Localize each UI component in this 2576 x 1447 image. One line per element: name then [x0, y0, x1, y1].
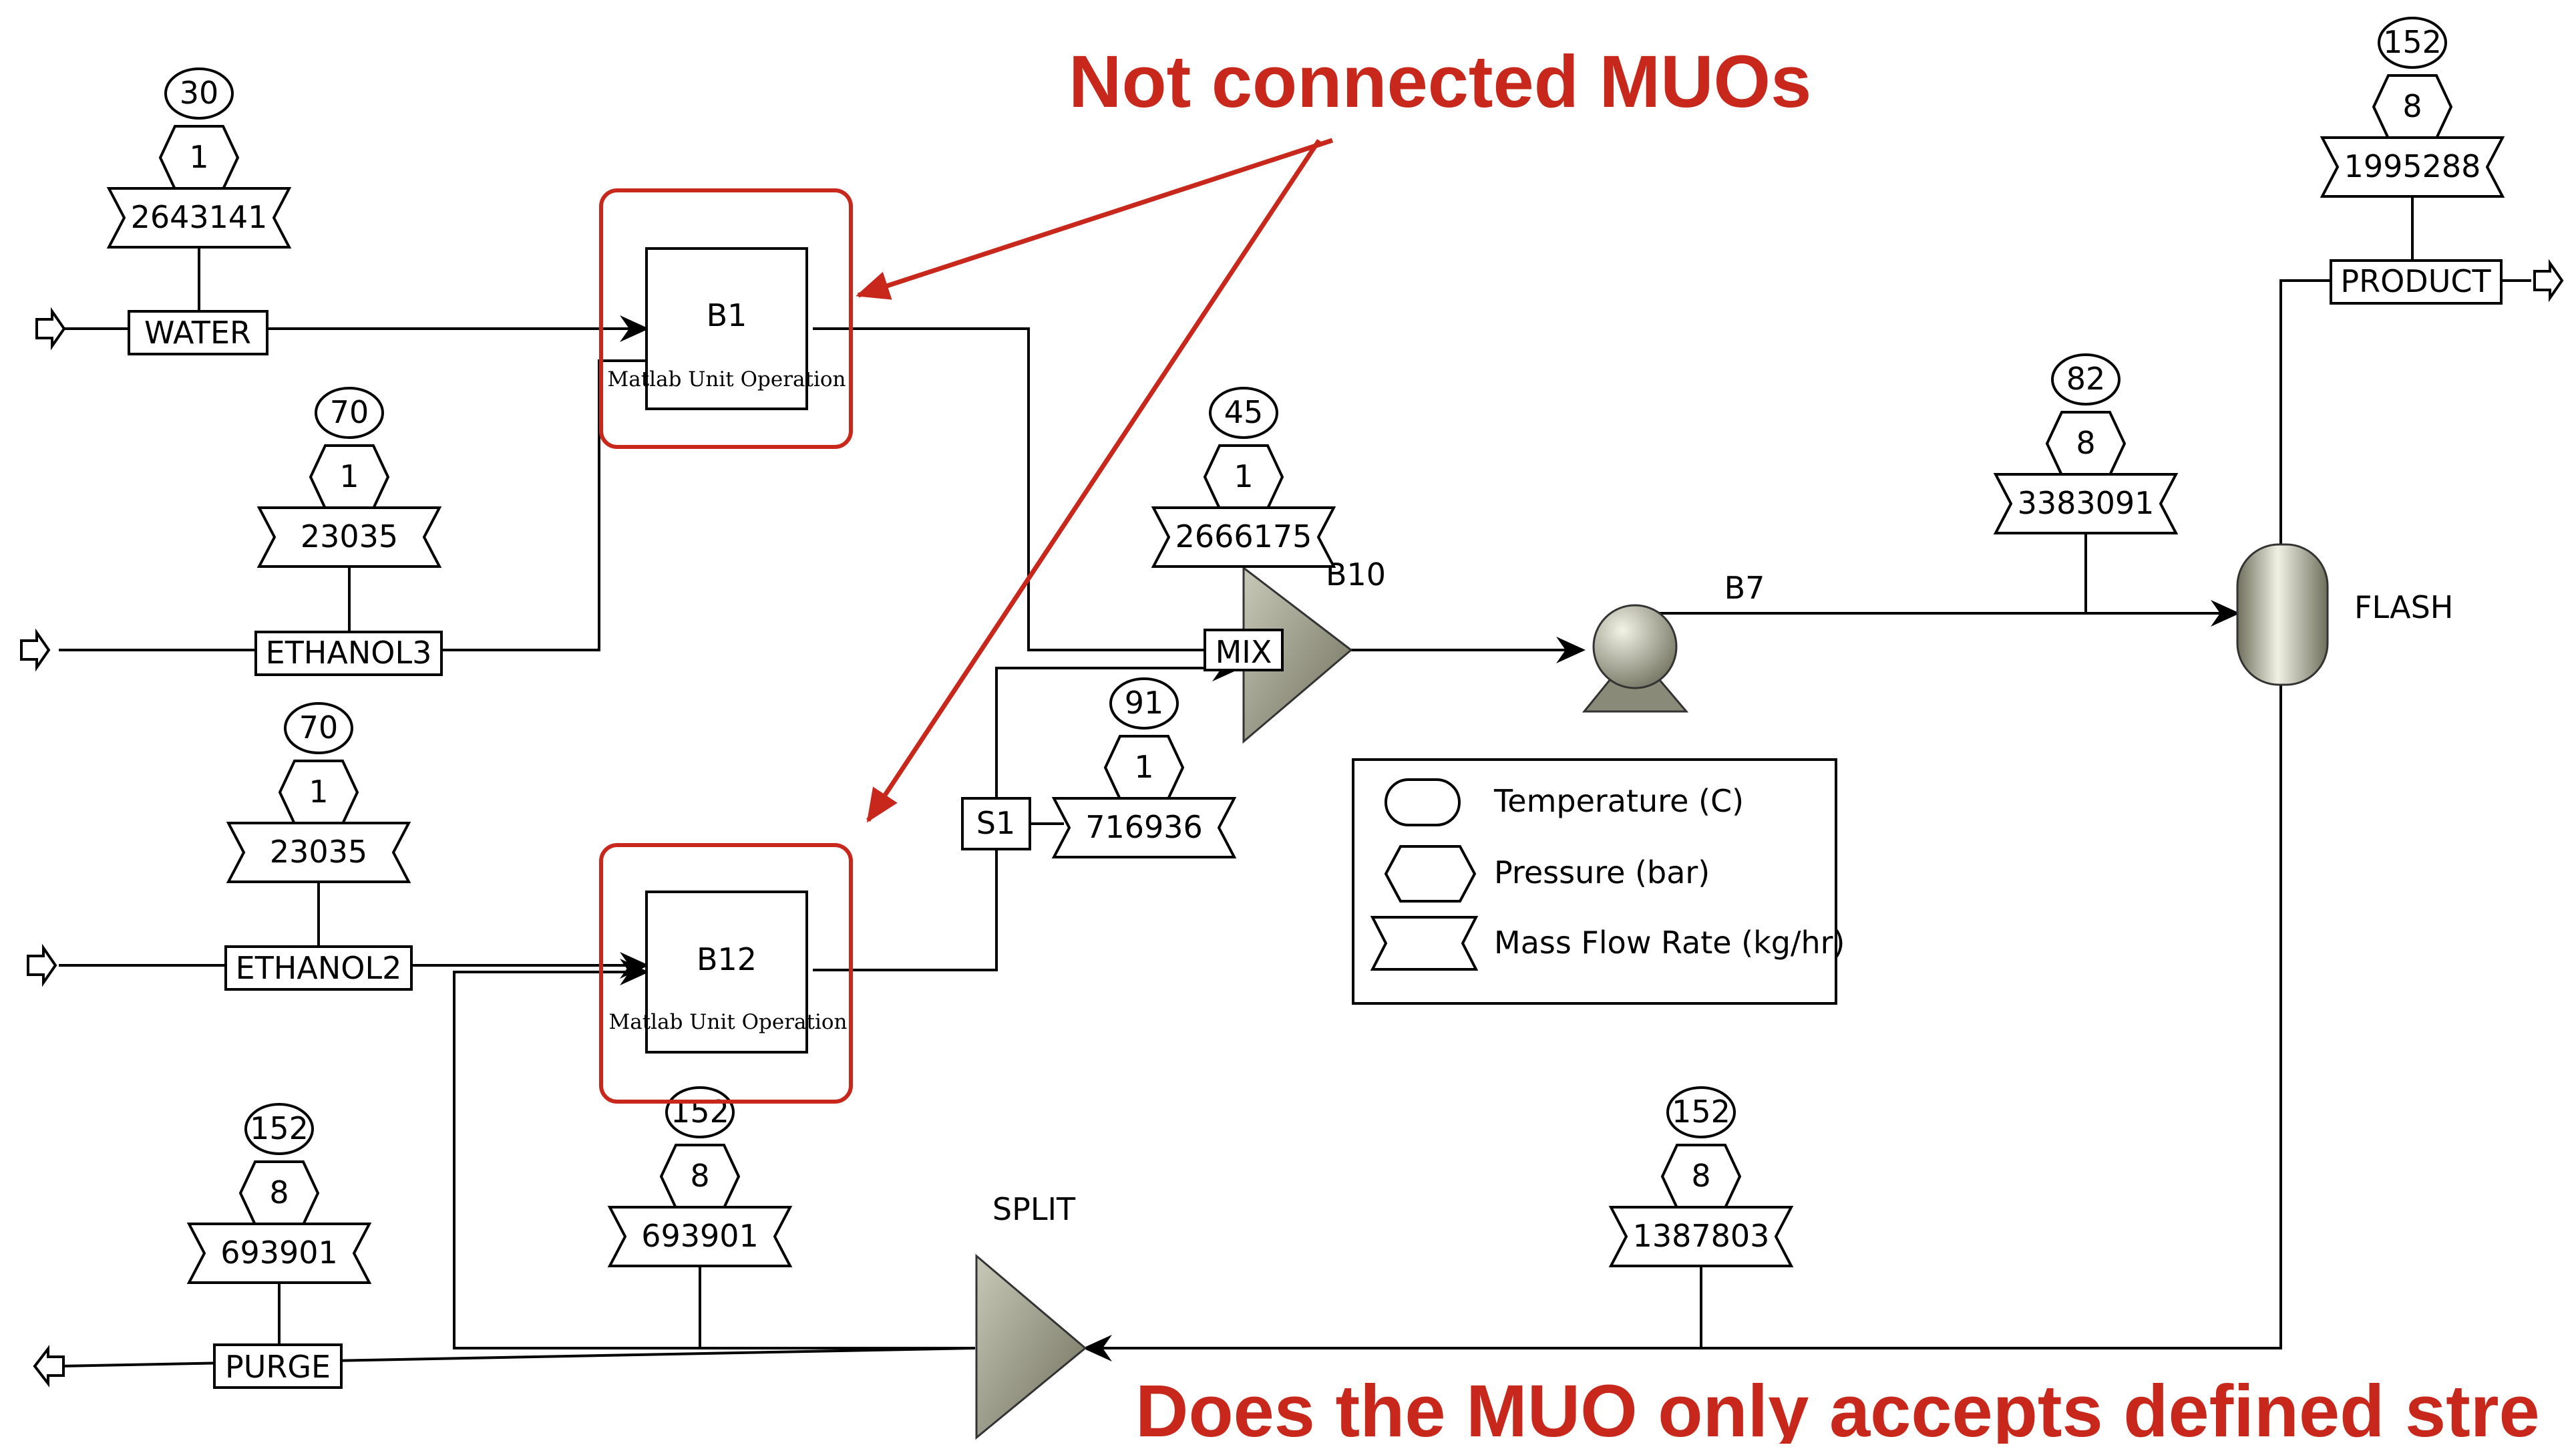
stream-mass-flow: 3383091 [2018, 485, 2155, 521]
stream-tag-product: 152 8 1995288 [2320, 17, 2505, 198]
stream-temperature: 91 [1125, 685, 1164, 721]
legend-temperature: Temperature (C) [1493, 783, 1744, 819]
pump-name: B7 [1724, 570, 1765, 606]
stream-mass-flow: 2666175 [1175, 518, 1312, 554]
stream-temperature: 152 [2383, 24, 2442, 60]
flash-name: FLASH [2354, 589, 2453, 625]
stream-pressure: 8 [1691, 1158, 1710, 1194]
stream-ethanol2-name: ETHANOL2 [236, 950, 402, 986]
splitter-name: SPLIT [992, 1191, 1076, 1227]
stream-temperature: 152 [1672, 1094, 1730, 1130]
stream-product-name: PRODUCT [2340, 263, 2491, 299]
stream-mass-flow: 1387803 [1633, 1218, 1770, 1254]
stream-data-tags: 30 1 2643141 70 1 23035 70 1 23035 152 8 693901 152 8… [106, 17, 2505, 1284]
splitter-s1[interactable]: S1 [961, 797, 1031, 850]
annotation-not-connected: Not connected MUOs [1069, 41, 1811, 123]
stream-temperature: 152 [250, 1110, 309, 1146]
stream-mass-flow: 2643141 [131, 199, 268, 235]
block-b1-desc: Matlab Unit Operation [608, 367, 846, 391]
legend-pressure: Pressure (bar) [1494, 854, 1710, 891]
stream-temperature: 30 [180, 75, 219, 111]
mixer-tag: MIX [1216, 634, 1272, 670]
red-annotations: Not connected MUOs Does the MUO only acc… [599, 41, 2540, 1447]
stream-temperature: 152 [671, 1094, 729, 1130]
s1-name: S1 [976, 805, 1015, 841]
legend-mass-flow: Mass Flow Rate (kg/hr) [1494, 925, 1845, 961]
stream-mass-flow: 23035 [270, 834, 367, 870]
stream-pressure: 8 [2076, 425, 2095, 461]
legend: Temperature (C) Pressure (bar) Mass Flow… [1352, 758, 1845, 1005]
stream-mass-flow: 23035 [301, 518, 398, 554]
stream-temperature: 70 [299, 709, 339, 746]
block-b1[interactable]: B1 Matlab Unit Operation [608, 247, 846, 410]
stream-water-name: WATER [144, 315, 251, 351]
block-b12[interactable]: B12 Matlab Unit Operation [609, 891, 848, 1054]
stream-tag-ethanol3: 70 1 23035 [256, 387, 442, 568]
stream-temperature: 70 [330, 394, 369, 430]
splitter-split[interactable]: SPLIT [975, 1191, 1087, 1440]
block-b12-name: B12 [697, 941, 757, 977]
stream-tag-flash-bottom: 152 8 1387803 [1608, 1086, 1794, 1267]
stream-tag-ethanol2: 70 1 23035 [226, 702, 411, 883]
block-b1-name: B1 [707, 297, 747, 333]
stream-mass-flow: 716936 [1085, 809, 1203, 845]
feed-arrows [20, 259, 2564, 1388]
stream-ethanol3-name: ETHANOL3 [266, 635, 432, 671]
stream-pressure: 1 [189, 139, 208, 175]
stream-purge-name: PURGE [225, 1349, 331, 1385]
flash-vessel[interactable]: FLASH [2236, 543, 2453, 686]
stream-tag-recycle-b12: 152 8 693901 [607, 1086, 793, 1267]
stream-tag-purge: 152 8 693901 [186, 1103, 372, 1284]
mixer-name: B10 [1326, 556, 1386, 593]
stream-tag-water: 30 1 2643141 [106, 67, 292, 249]
mixer-b10[interactable]: MIX B10 [1204, 556, 1386, 744]
stream-mass-flow: 693901 [220, 1235, 338, 1271]
stream-temperature: 82 [2066, 361, 2106, 397]
annotation-question: Does the MUO only accepts defined stre [1135, 1370, 2540, 1444]
stream-pressure: 8 [269, 1174, 289, 1211]
stream-pressure: 8 [690, 1158, 709, 1194]
stream-pressure: 1 [1234, 458, 1253, 494]
stream-pressure: 8 [2402, 88, 2422, 124]
stream-temperature: 45 [1224, 394, 1264, 430]
stream-lines [58, 196, 2531, 1368]
stream-mass-flow: 693901 [641, 1218, 759, 1254]
block-b12-desc: Matlab Unit Operation [609, 1010, 848, 1034]
stream-pressure: 1 [309, 774, 328, 810]
stream-tag-mix-out: 45 1 2666175 [1151, 387, 1336, 568]
stream-pressure: 1 [1134, 749, 1153, 785]
stream-mass-flow: 1995288 [2344, 148, 2481, 184]
stream-pressure: 1 [339, 458, 359, 494]
pump-b7[interactable]: B7 [1582, 570, 1765, 713]
stream-name-labels: WATER ETHANOL3 ETHANOL2 PURGE PRODUCT [128, 259, 2503, 1389]
stream-tag-s1-out: 91 1 716936 [1051, 677, 1237, 858]
stream-tag-pump-out: 82 8 3383091 [1993, 353, 2179, 534]
